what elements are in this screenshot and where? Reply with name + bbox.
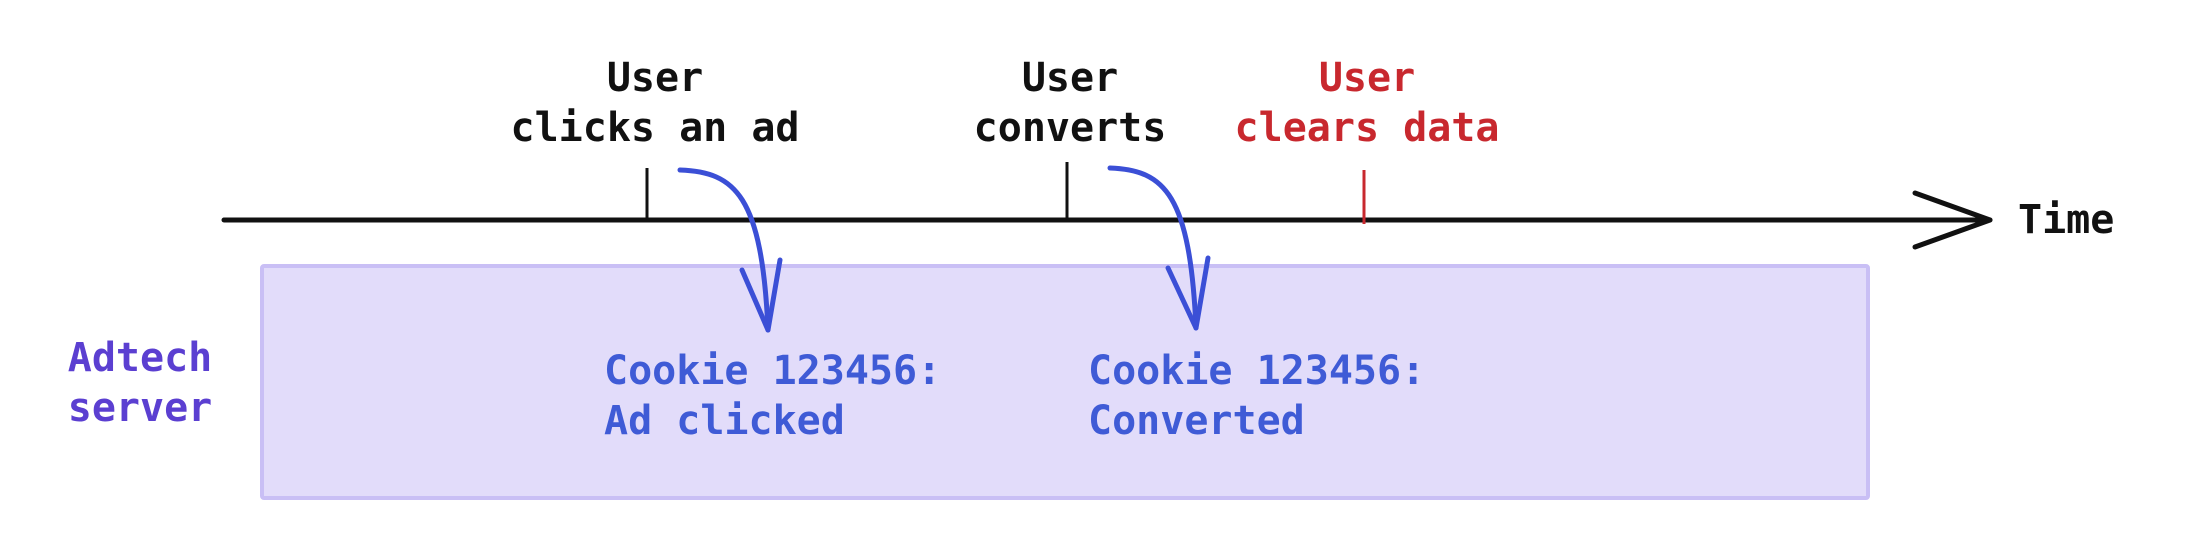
arrow-conversion-to-server — [1107, 165, 1199, 331]
event-label-line1: User — [606, 55, 704, 101]
server-label-line2: server — [67, 385, 213, 431]
event-label-ad-click: User clicks an ad — [510, 53, 800, 153]
adtech-server-box — [260, 264, 1870, 500]
event-label-conversion: User converts — [960, 53, 1180, 153]
server-label-line1: Adtech — [67, 335, 213, 381]
server-record-converted: Cookie 123456: Converted — [1088, 346, 1425, 446]
event-label-line2: clicks an ad — [510, 105, 800, 151]
event-label-line1: User — [1318, 55, 1416, 101]
arrow-ad-click-head — [739, 257, 783, 333]
record-line2: Ad clicked — [604, 398, 845, 444]
event-label-line1: User — [1021, 55, 1119, 101]
event-label-clear-data: User clears data — [1222, 53, 1512, 153]
time-axis-label: Time — [2018, 197, 2115, 243]
record-line1: Cookie 123456: — [604, 348, 942, 394]
record-line2: Converted — [1088, 398, 1305, 444]
adtech-server-label: Adtech server — [60, 333, 220, 433]
event-label-line2: converts — [973, 105, 1167, 151]
record-line1: Cookie 123456: — [1088, 348, 1426, 394]
arrow-conversion-head — [1165, 255, 1211, 331]
arrow-ad-click-to-server — [677, 167, 771, 333]
time-axis-arrowhead — [1912, 190, 1993, 250]
server-record-ad-clicked: Cookie 123456: Ad clicked — [604, 346, 941, 446]
event-label-line2: clears data — [1234, 105, 1500, 151]
